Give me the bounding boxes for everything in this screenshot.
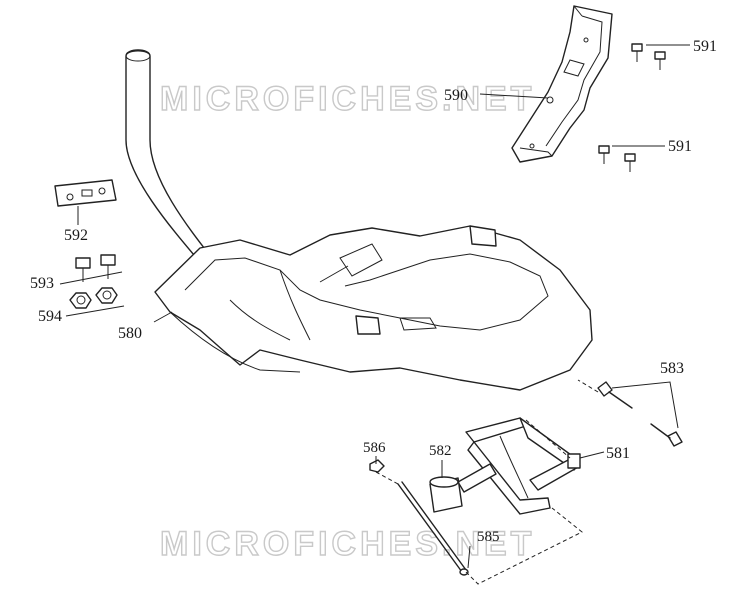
- part-581-crossmember: [457, 417, 581, 515]
- part-594-nuts: [69, 287, 118, 309]
- callout-594: 594: [38, 308, 62, 325]
- part-580-frame: [125, 49, 593, 391]
- callout-583: 583: [660, 360, 684, 377]
- part-592-plate: [54, 179, 117, 207]
- callout-586: 586: [363, 440, 386, 456]
- callout-580: 580: [118, 325, 142, 342]
- part-593-bolts: [75, 254, 116, 282]
- part-586-nut: [369, 459, 385, 473]
- assembly-guides: [375, 379, 599, 585]
- callout-590: 590: [444, 87, 468, 104]
- callout-585: 585: [477, 529, 500, 545]
- part-591-bolts-bottom: [598, 145, 636, 172]
- callout-581: 581: [606, 445, 630, 462]
- callout-593: 593: [30, 275, 54, 292]
- callout-591-top: 591: [693, 38, 717, 55]
- watermark-bottom: MICROFICHES.NET: [160, 525, 535, 563]
- part-590-plate: [511, 5, 613, 163]
- callout-582: 582: [429, 443, 452, 459]
- callout-592: 592: [64, 227, 88, 244]
- watermark-top: MICROFICHES.NET: [160, 80, 535, 118]
- part-591-bolts-top: [631, 43, 666, 70]
- leader-lines: [59, 44, 690, 569]
- part-585-rod: [397, 481, 469, 576]
- part-582-bushing: [429, 476, 463, 513]
- part-583-bolts: [597, 381, 683, 447]
- callout-591-bottom: 591: [668, 138, 692, 155]
